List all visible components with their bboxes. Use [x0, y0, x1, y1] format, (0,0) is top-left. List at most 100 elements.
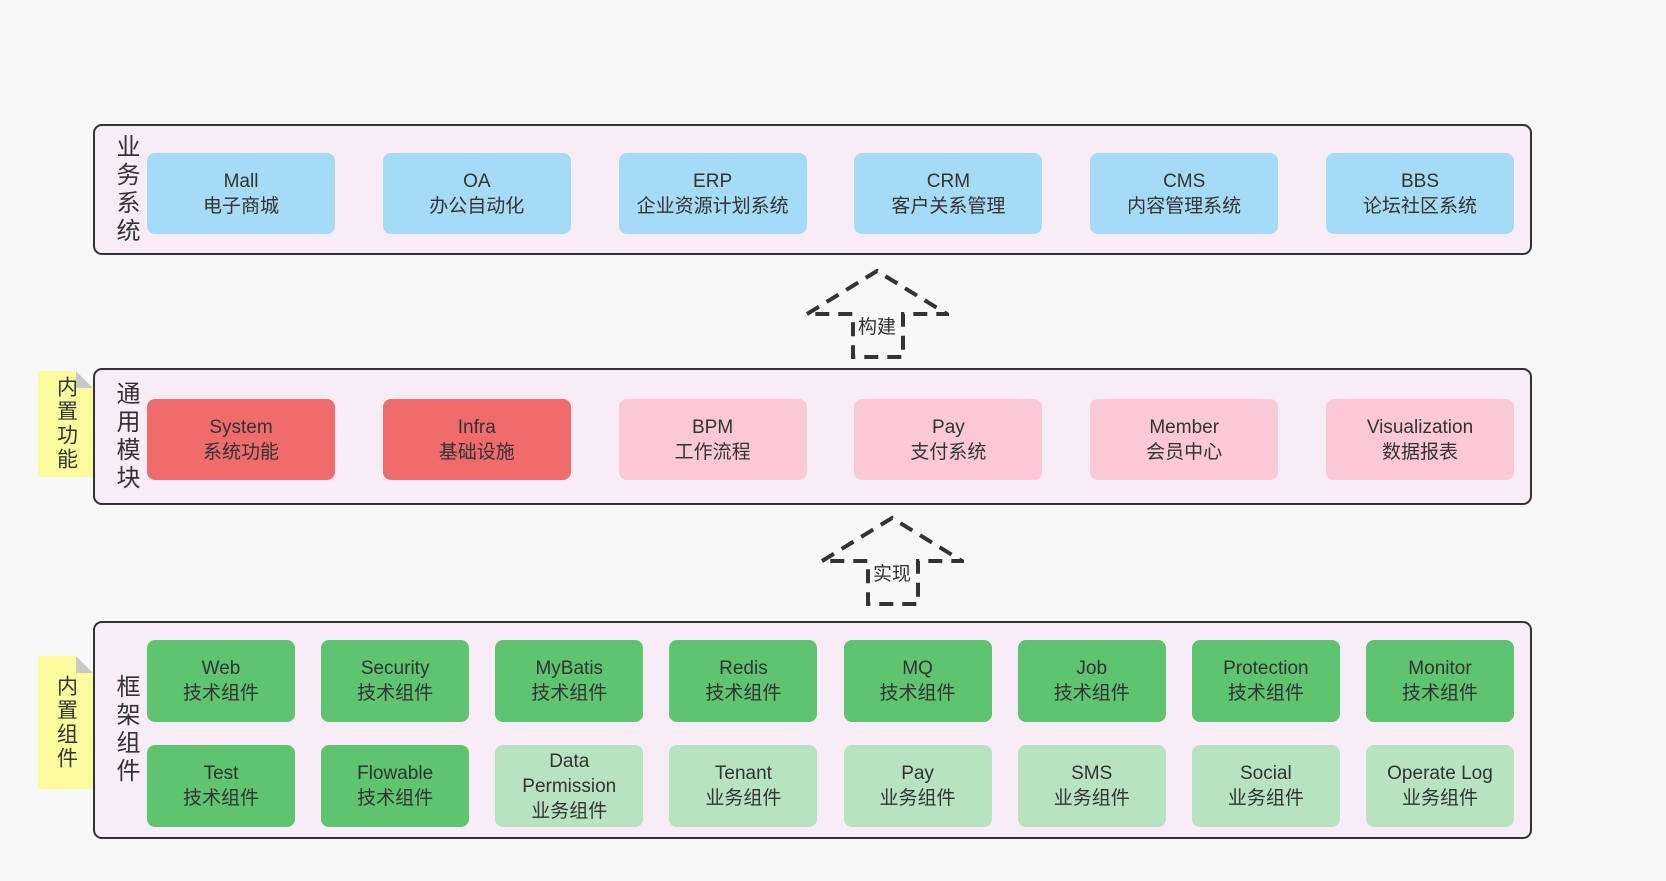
box-subtitle: 技术组件	[531, 683, 608, 704]
box-title: CRM	[926, 170, 971, 192]
box-flowable: Flowable 技术组件	[321, 745, 470, 827]
box-cms: CMS 内容管理系统	[1090, 153, 1279, 234]
box-title: Security	[360, 658, 430, 679]
box-title: CMS	[1163, 170, 1206, 192]
box-test: Test 技术组件	[147, 745, 295, 827]
box-title: Pay	[932, 416, 965, 438]
box-title: Web	[201, 658, 241, 679]
box-operate-log: Operate Log 业务组件	[1365, 745, 1514, 827]
box-mybatis: MyBatis 技术组件	[495, 640, 644, 722]
box-subtitle: 技术组件	[1401, 683, 1478, 704]
box-pay: Pay 业务组件	[843, 745, 992, 827]
box-title: Protection	[1223, 658, 1309, 679]
box-subtitle: 业务组件	[879, 788, 956, 809]
box-subtitle: 业务组件	[705, 788, 782, 809]
sticky-note-builtin-features: 内置功能	[38, 371, 93, 477]
build-arrow: 构建	[805, 268, 949, 360]
box-title: Redis	[719, 658, 768, 679]
box-title: Pay	[901, 763, 934, 784]
box-subtitle: 支付系统	[910, 441, 987, 463]
dashed-up-arrow-icon	[820, 515, 964, 606]
box-subtitle: 会员中心	[1146, 441, 1223, 463]
box-title: Job	[1076, 658, 1108, 679]
box-subtitle: 技术组件	[1053, 683, 1130, 704]
box-data-permission: Data Permission 业务组件	[495, 745, 644, 827]
box-title: Social	[1239, 763, 1292, 784]
panel-label-framework-components: 框架组件	[112, 674, 139, 786]
box-title: System	[209, 416, 273, 438]
box-title: MQ	[902, 658, 933, 679]
panel-label-common-modules: 通用模块	[112, 380, 139, 493]
box-member: Member 会员中心	[1090, 399, 1279, 480]
sticky-note-builtin-components: 内置组件	[38, 656, 93, 789]
box-subtitle: 内容管理系统	[1127, 195, 1242, 217]
box-subtitle: 工作流程	[674, 441, 751, 463]
box-subtitle: 企业资源计划系统	[636, 195, 789, 217]
box-subtitle: 技术组件	[705, 683, 782, 704]
box-sms: SMS 业务组件	[1017, 745, 1166, 827]
box-title: Test	[203, 763, 239, 784]
box-infra: Infra 基础设施	[382, 399, 571, 480]
box-monitor: Monitor 技术组件	[1365, 640, 1514, 722]
box-title: Data Permission	[522, 750, 617, 797]
box-subtitle: 技术组件	[182, 788, 259, 809]
box-redis: Redis 技术组件	[669, 640, 818, 722]
box-subtitle: 系统功能	[202, 441, 279, 463]
box-crm: CRM 客户关系管理	[854, 153, 1043, 234]
box-subtitle: 技术组件	[1227, 683, 1304, 704]
box-title: Mall	[223, 170, 259, 192]
box-security: Security 技术组件	[321, 640, 470, 722]
implement-arrow: 实现	[820, 515, 964, 607]
sticky-note-label: 内置组件	[54, 674, 78, 771]
box-protection: Protection 技术组件	[1191, 640, 1340, 722]
box-title: ERP	[693, 170, 733, 192]
box-oa: OA 办公自动化	[382, 153, 571, 234]
box-subtitle: 客户关系管理	[891, 195, 1006, 217]
panel-common-modules: 通用模块 System 系统功能 Infra 基础设施 BPM 工作流程 Pay 支付系统 Me…	[93, 368, 1532, 505]
box-title: Infra	[457, 416, 496, 438]
box-title: OA	[463, 170, 491, 192]
box-subtitle: 技术组件	[357, 788, 434, 809]
box-subtitle: 技术组件	[879, 683, 956, 704]
box-subtitle: 业务组件	[1053, 788, 1130, 809]
box-title: Flowable	[357, 763, 434, 784]
box-social: Social 业务组件	[1191, 745, 1340, 827]
box-title: MyBatis	[535, 658, 604, 679]
box-subtitle: 论坛社区系统	[1362, 195, 1477, 217]
box-mall: Mall 电子商城	[147, 153, 335, 234]
box-bbs: BBS 论坛社区系统	[1325, 153, 1514, 234]
box-row: System 系统功能 Infra 基础设施 BPM 工作流程 Pay 支付系统 Member 会…	[147, 399, 1514, 480]
box-title: Tenant	[714, 763, 772, 784]
box-pay: Pay 支付系统	[854, 399, 1043, 480]
box-subtitle: 业务组件	[531, 800, 608, 822]
box-tenant: Tenant 业务组件	[669, 745, 818, 827]
box-title: SMS	[1071, 763, 1113, 784]
box-subtitle: 业务组件	[1227, 788, 1304, 809]
box-subtitle: 技术组件	[357, 683, 434, 704]
dashed-up-arrow-icon	[805, 268, 949, 359]
box-title: BBS	[1400, 170, 1439, 192]
box-subtitle: 基础设施	[438, 441, 515, 463]
sticky-note-label: 内置功能	[54, 376, 78, 472]
box-subtitle: 数据报表	[1381, 441, 1458, 463]
box-title: Monitor	[1408, 658, 1472, 679]
box-title: BPM	[692, 416, 734, 438]
box-title: Operate Log	[1387, 763, 1493, 784]
box-erp: ERP 企业资源计划系统	[618, 153, 807, 234]
box-subtitle: 业务组件	[1401, 788, 1478, 809]
panel-label-business-systems: 业务系统	[112, 133, 139, 246]
box-visualization: Visualization 数据报表	[1325, 399, 1514, 480]
panel-business-systems: 业务系统 Mall 电子商城 OA 办公自动化 ERP 企业资源计划系统 CRM 客户关系管理…	[93, 124, 1532, 255]
arrow-label: 构建	[854, 312, 900, 339]
box-row: Mall 电子商城 OA 办公自动化 ERP 企业资源计划系统 CRM 客户关系管理 CMS 内容…	[147, 153, 1514, 234]
box-title: Visualization	[1366, 416, 1474, 438]
box-title: Member	[1149, 416, 1220, 438]
box-subtitle: 办公自动化	[429, 195, 525, 217]
box-job: Job 技术组件	[1017, 640, 1166, 722]
box-subtitle: 电子商城	[202, 195, 279, 217]
